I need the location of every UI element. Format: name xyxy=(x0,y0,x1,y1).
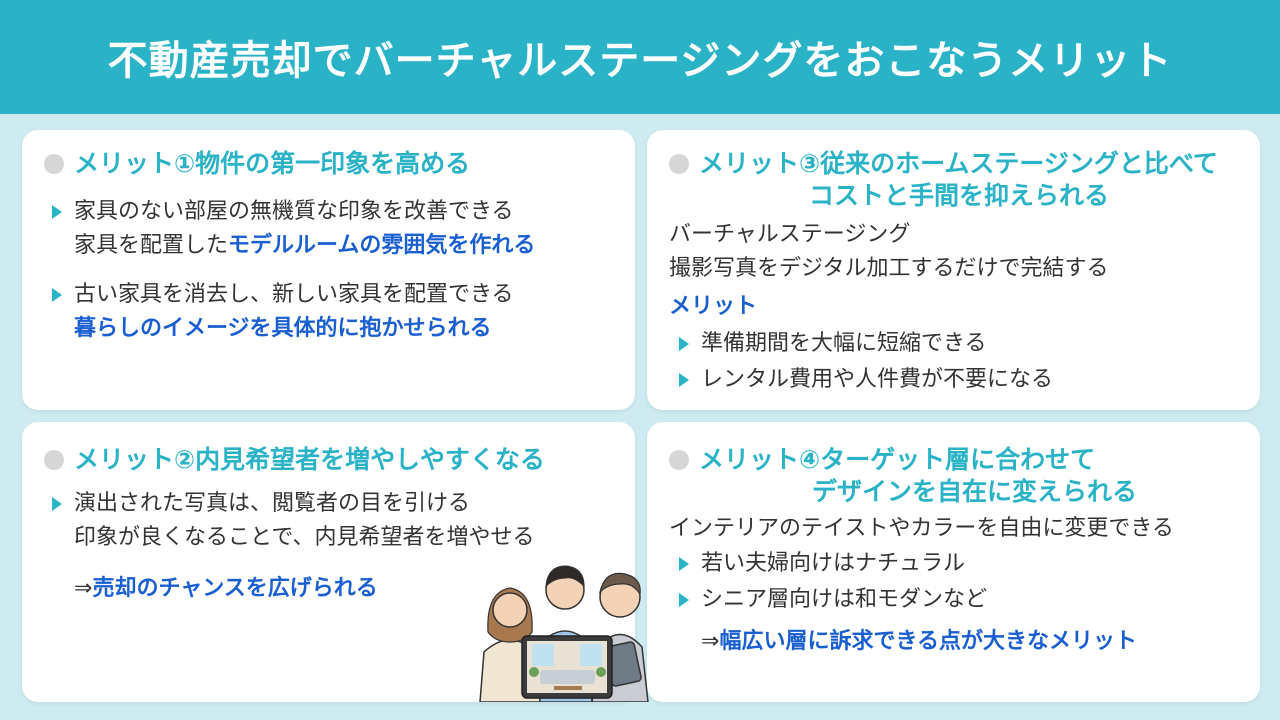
header-banner: 不動産売却でバーチャルステージングをおこなうメリット xyxy=(0,0,1280,114)
card4-bullet2: シニア層向けは和モダンなど xyxy=(701,587,988,612)
card1-bullet1-line1: 家具のない部屋の無機質な印象を改善できる xyxy=(74,199,514,224)
card3-desc2: 撮影写真をデジタル加工するだけで完結する xyxy=(669,256,1109,281)
card3-title-line2: コストと手間を抑えられる xyxy=(809,181,1110,210)
triangle-bullet-icon xyxy=(52,288,62,302)
card4-title-line2: デザインを自在に変えられる xyxy=(812,477,1138,506)
card4-bullet1: 若い夫婦向けはナチュラル xyxy=(701,551,966,576)
man-suit-figure xyxy=(591,572,649,702)
card3-bullet2: レンタル費用や人件費が不要になる xyxy=(701,367,1054,392)
card4-result: ⇒幅広い層に訴求できる点が大きなメリット xyxy=(701,625,1137,659)
page-title: 不動産売却でバーチャルステージングをおこなうメリット xyxy=(107,38,1173,84)
card2-result-highlight: 売却のチャンスを広げられる xyxy=(92,576,378,601)
card2-bullet1-line2: 印象が良くなることで、内見希望者を増やせる xyxy=(74,525,535,550)
card2-result: ⇒売却のチャンスを広げられる xyxy=(74,572,378,606)
card1-bullet1-line2: 家具を配置したモデルルームの雰囲気を作れる xyxy=(74,229,535,263)
card4-title-line1: メリット④ターゲット層に合わせて xyxy=(699,445,1096,474)
bullet-dot-icon xyxy=(669,450,689,470)
triangle-bullet-icon xyxy=(679,557,689,571)
card1-bullet1-highlight: モデルルームの雰囲気を作れる xyxy=(228,233,536,258)
triangle-bullet-icon xyxy=(679,373,689,387)
people-with-tablet-illustration xyxy=(479,565,649,702)
card3-title-line1: メリット③従来のホームステージングと比べて xyxy=(699,149,1218,178)
card1-bullet2-line1: 古い家具を消去し、新しい家具を配置できる xyxy=(74,282,514,307)
card4-result-highlight: 幅広い層に訴求できる点が大きなメリット xyxy=(719,629,1137,654)
triangle-bullet-icon xyxy=(52,497,62,511)
triangle-bullet-icon xyxy=(52,205,62,219)
merit-card-3: メリット③従来のホームステージングと比べて コストと手間を抑えられる バーチャル… xyxy=(647,130,1260,410)
card1-bullet2-highlight: 暮らしのイメージを具体的に抱かせられる xyxy=(74,316,492,341)
card3-desc1: バーチャルステージング xyxy=(669,222,911,247)
arrow-icon: ⇒ xyxy=(701,629,720,654)
card2-title: メリット②内見希望者を増やしやすくなる xyxy=(74,445,545,474)
bullet-dot-icon xyxy=(44,154,64,174)
tablet-room-image xyxy=(521,635,613,699)
triangle-bullet-icon xyxy=(679,337,689,351)
bullet-dot-icon xyxy=(669,154,689,174)
merit-card-2: メリット②内見希望者を増やしやすくなる 演出された写真は、閲覧者の目を引ける 印… xyxy=(22,422,635,702)
merit-card-1: メリット①物件の第一印象を高める 家具のない部屋の無機質な印象を改善できる 家具… xyxy=(22,130,635,410)
card3-sub-heading: メリット xyxy=(669,294,758,319)
card4-desc: インテリアのテイストやカラーを自由に変更できる xyxy=(669,516,1174,541)
card1-title: メリット①物件の第一印象を高める xyxy=(74,149,471,178)
bullet-dot-icon xyxy=(44,450,64,470)
card2-bullet1-line1: 演出された写真は、閲覧者の目を引ける xyxy=(74,491,471,516)
merit-card-4: メリット④ターゲット層に合わせて デザインを自在に変えられる インテリアのテイス… xyxy=(647,422,1260,702)
arrow-icon: ⇒ xyxy=(74,576,93,601)
triangle-bullet-icon xyxy=(679,593,689,607)
card1-bullet1-line2-text: 家具を配置した xyxy=(74,233,229,258)
card3-bullet1: 準備期間を大幅に短縮できる xyxy=(701,331,987,356)
